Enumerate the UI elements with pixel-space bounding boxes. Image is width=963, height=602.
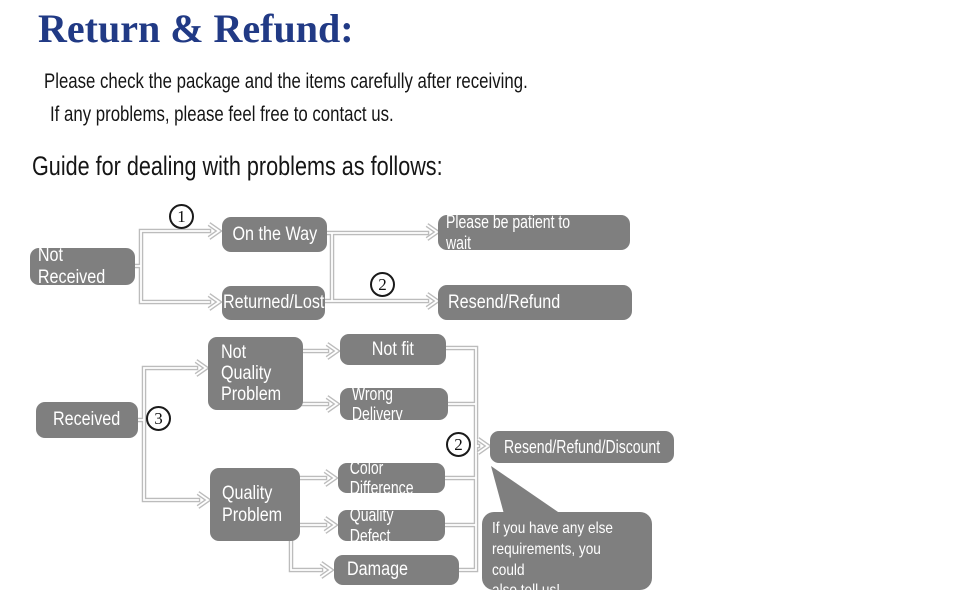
- node-please-wait-label: Please be patient to wait: [446, 212, 571, 253]
- page-title: Return & Refund:: [38, 6, 354, 51]
- step-marker-1: 1: [169, 204, 194, 229]
- node-quality-problem: Quality Problem: [210, 468, 300, 541]
- node-on-the-way-label: On the Way: [232, 223, 317, 245]
- intro-line-1: Please check the package and the items c…: [44, 70, 528, 93]
- node-color-difference-label: Color Difference: [349, 457, 414, 498]
- bubble-tail: [491, 466, 561, 514]
- node-resend-refund-discount-label: Resend/Refund/Discount: [503, 436, 661, 457]
- node-not-quality-problem: Not Quality Problem: [208, 337, 303, 410]
- step-marker-2-top: 2: [370, 272, 395, 297]
- node-not-received-label: Not Received: [37, 245, 106, 288]
- node-color-difference: Color Difference: [338, 458, 445, 498]
- node-received-label: Received: [53, 409, 121, 431]
- node-not-fit-label: Not fit: [371, 338, 415, 360]
- node-returned-lost: Returned/Lost: [222, 286, 325, 320]
- node-received: Received: [36, 402, 138, 438]
- node-quality-defect-label: Quality Defect: [349, 505, 394, 546]
- step-marker-3: 3: [146, 406, 171, 431]
- node-resend-refund: Resend/Refund: [438, 285, 632, 320]
- node-damage: Damage: [334, 555, 459, 585]
- node-wrong-delivery-label: Wrong Delivery: [351, 383, 403, 424]
- node-resend-refund-discount: Resend/Refund/Discount: [490, 431, 674, 463]
- node-resend-refund-label: Resend/Refund: [448, 291, 561, 313]
- note-bubble: If you have any else requirements, you c…: [482, 512, 652, 599]
- step-marker-2-bottom: 2: [446, 432, 471, 457]
- intro-line-2: If any problems, please feel free to con…: [50, 103, 394, 126]
- node-not-quality-problem-label: Not Quality Problem: [221, 341, 282, 406]
- arrowheads: [194, 222, 492, 579]
- node-returned-lost-label: Returned/Lost: [222, 292, 325, 314]
- node-quality-defect: Quality Defect: [338, 505, 445, 546]
- guide-heading: Guide for dealing with problems as follo…: [32, 151, 443, 181]
- node-please-wait: Please be patient to wait: [438, 212, 630, 253]
- node-quality-problem-label: Quality Problem: [222, 483, 283, 526]
- node-wrong-delivery: Wrong Delivery: [340, 384, 448, 424]
- node-on-the-way: On the Way: [222, 217, 327, 252]
- node-not-fit: Not fit: [340, 334, 446, 365]
- node-damage-label: Damage: [347, 559, 409, 581]
- node-not-received: Not Received: [30, 245, 135, 288]
- note-bubble-label: If you have any else requirements, you c…: [492, 520, 613, 600]
